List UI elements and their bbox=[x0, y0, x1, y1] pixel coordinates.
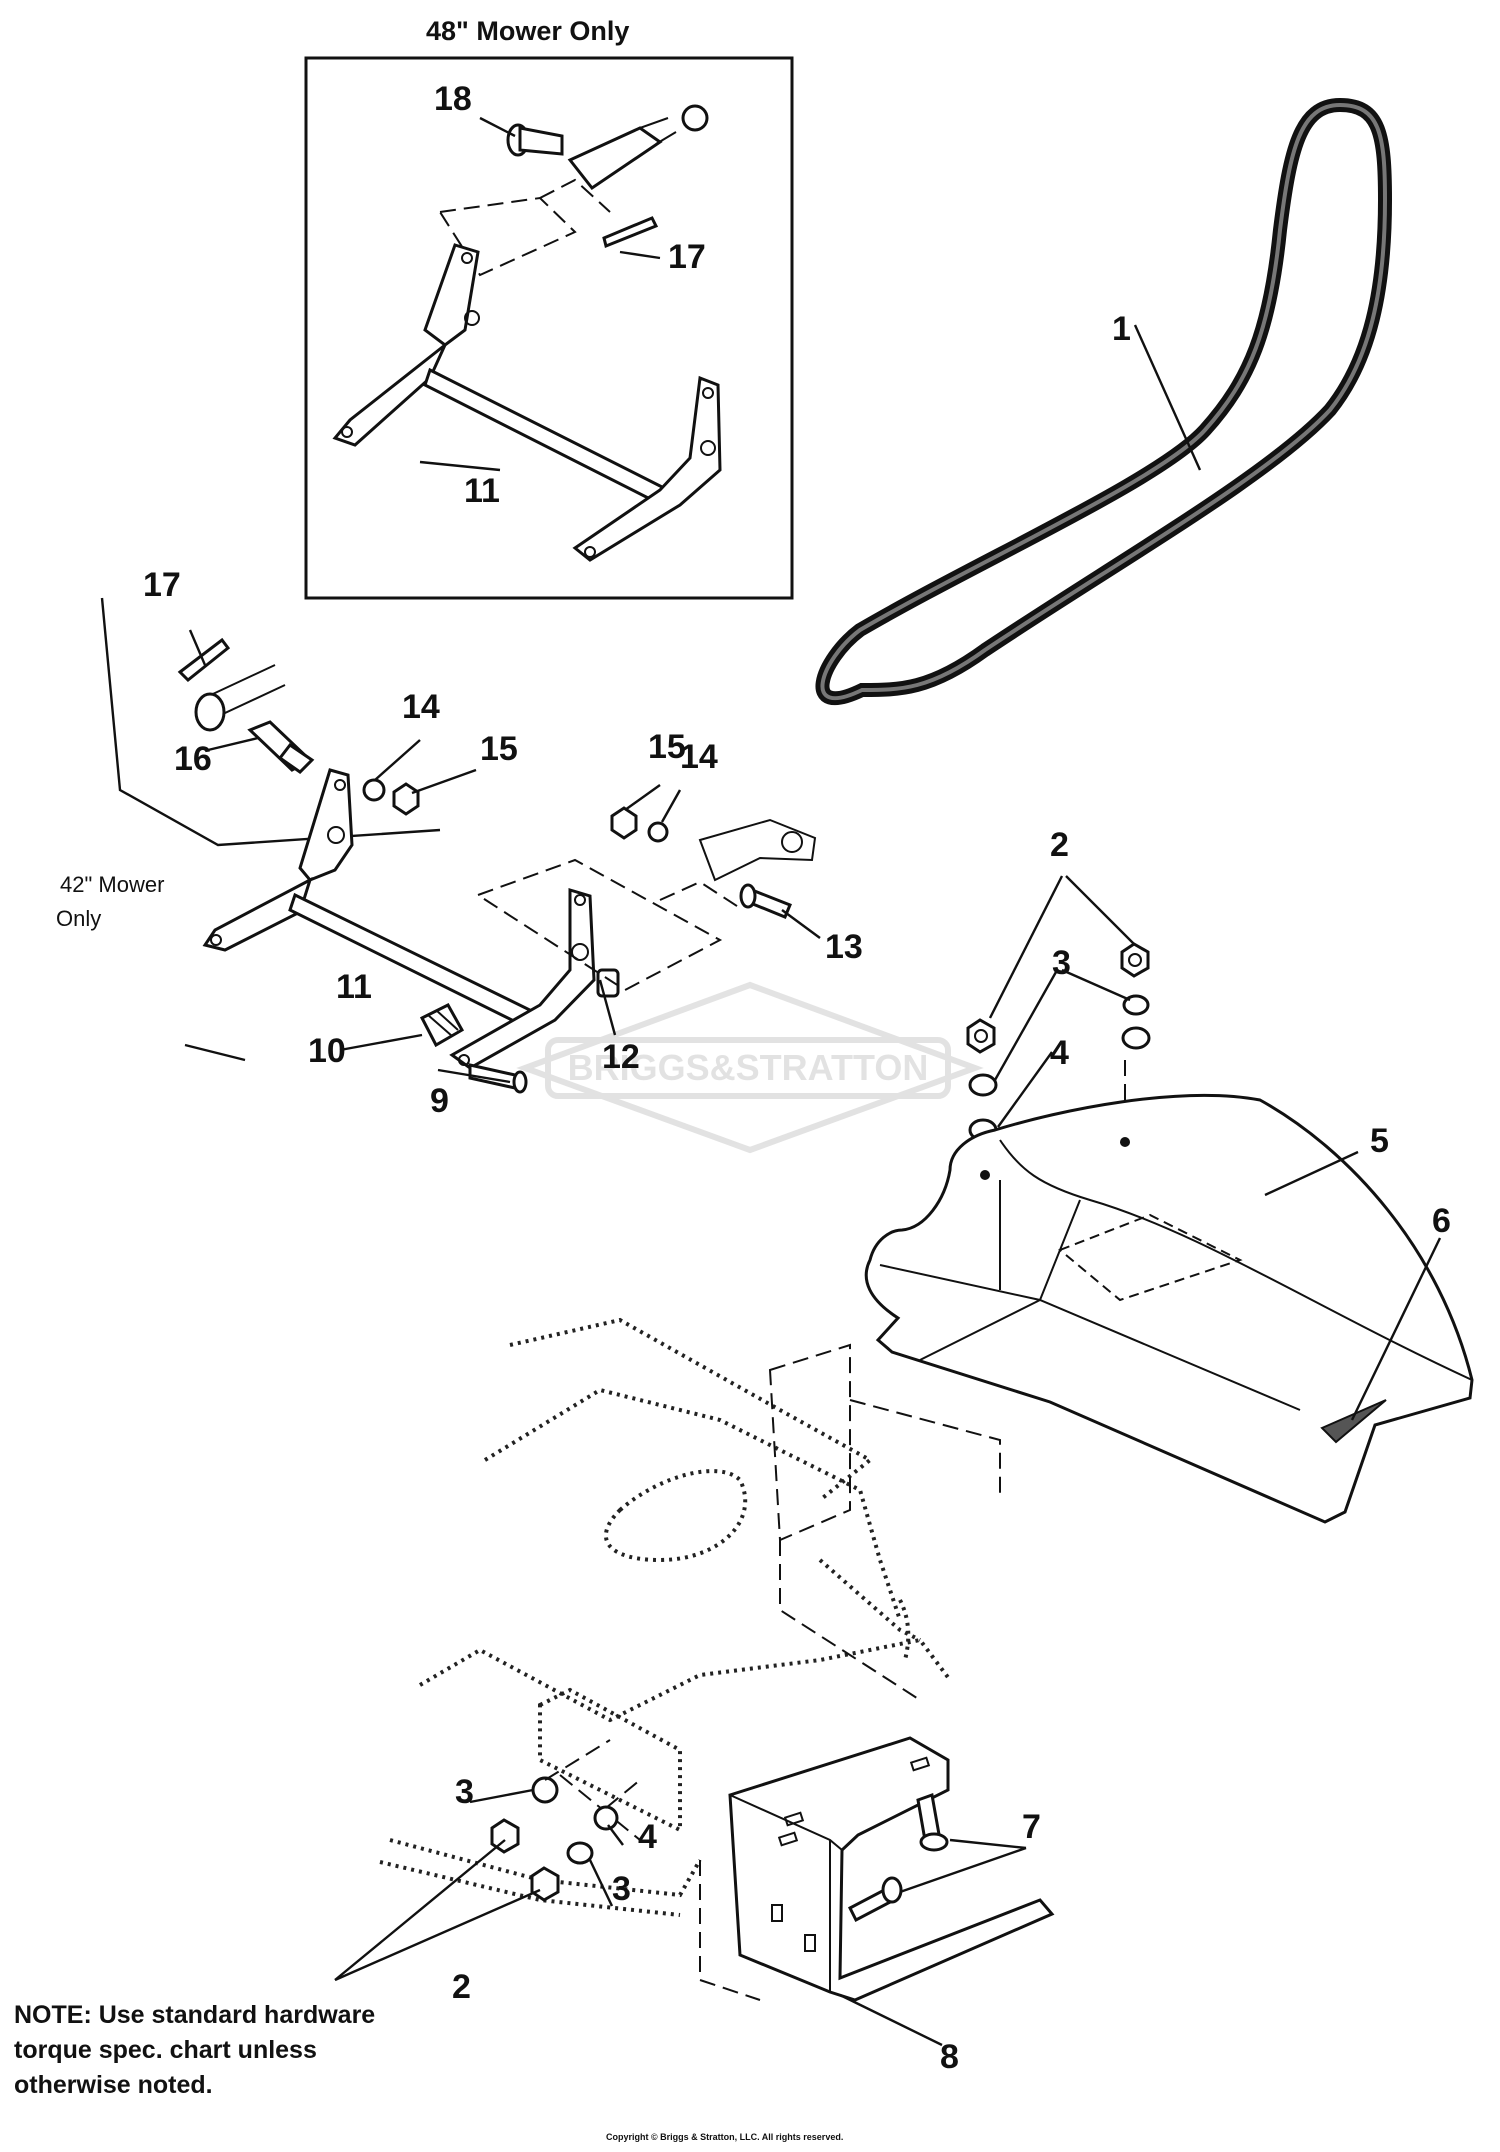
bolt-7-upper bbox=[916, 1792, 949, 1852]
callout-12: 12 bbox=[602, 1038, 640, 1076]
torque-note-line3: otherwise noted. bbox=[14, 2071, 213, 2099]
callout-15-right: 15 bbox=[648, 728, 686, 766]
mower-42-note-line1: 42" Mower bbox=[60, 872, 164, 897]
inset-frame bbox=[304, 56, 794, 600]
callouts: 1 2 3 4 5 6 7 8 9 10 11 11 12 13 14 14 1… bbox=[143, 80, 1451, 2076]
bracket-11 bbox=[202, 768, 596, 1070]
inset-title: 48" Mower Only bbox=[426, 16, 629, 46]
callout-6: 6 bbox=[1432, 1202, 1451, 1240]
callout-13: 13 bbox=[825, 928, 863, 966]
belt-1 bbox=[815, 97, 1393, 706]
callout-14-right: 14 bbox=[680, 738, 718, 776]
callout-3: 3 bbox=[1052, 944, 1071, 982]
bolt-7-lower bbox=[848, 1876, 903, 1923]
callout-11-main: 11 bbox=[336, 968, 372, 1006]
spring-10 bbox=[419, 1003, 465, 1048]
frame-dashed-box bbox=[768, 1343, 851, 1542]
bolt-13 bbox=[739, 883, 792, 919]
callout-5: 5 bbox=[1370, 1122, 1389, 1160]
leader-lines bbox=[184, 116, 1442, 2047]
pin-18-inset bbox=[506, 123, 564, 157]
link-arm bbox=[698, 818, 817, 882]
bolt-9 bbox=[468, 1063, 528, 1094]
callout-11-inset: 11 bbox=[464, 472, 500, 510]
washer-14 bbox=[362, 778, 386, 802]
pin-16 bbox=[247, 720, 315, 774]
mower-42-note-line2: Only bbox=[56, 906, 101, 931]
callout-14-left: 14 bbox=[402, 688, 440, 726]
callout-4-lower: 4 bbox=[638, 1818, 657, 1856]
bracket-11-inset bbox=[332, 243, 722, 562]
callout-4: 4 bbox=[1050, 1034, 1069, 1072]
torque-note: NOTE: Use standard hardware torque spec.… bbox=[14, 1998, 434, 2103]
bracket-8 bbox=[728, 1736, 1055, 2002]
nut-15-right bbox=[610, 806, 638, 840]
torque-note-line2: torque spec. chart unless bbox=[14, 2036, 317, 2064]
watermark-text: BRIGGS&STRATTON bbox=[568, 1047, 929, 1088]
belt-cover-5 bbox=[864, 1093, 1474, 1524]
washer-14-right bbox=[647, 821, 669, 843]
callout-2-lower: 2 bbox=[452, 1968, 471, 2006]
callout-1: 1 bbox=[1112, 310, 1131, 348]
callout-9: 9 bbox=[430, 1082, 449, 1120]
tractor-frame bbox=[379, 1317, 952, 1917]
callout-15-left: 15 bbox=[480, 730, 518, 768]
lower-hardware bbox=[490, 1776, 619, 1902]
callout-3-lower-right: 3 bbox=[612, 1870, 631, 1908]
callout-18: 18 bbox=[434, 80, 472, 118]
copyright-text: Copyright © Briggs & Stratton, LLC. All … bbox=[606, 2132, 844, 2142]
callout-17-main: 17 bbox=[143, 566, 181, 604]
callout-10: 10 bbox=[308, 1032, 346, 1070]
hardware-stack-left bbox=[966, 1018, 998, 1142]
callout-17-inset: 17 bbox=[668, 238, 706, 276]
hardware-stack-right bbox=[1120, 942, 1151, 1050]
callout-8: 8 bbox=[940, 2038, 959, 2076]
callout-16: 16 bbox=[174, 740, 212, 778]
callout-3-lower-left: 3 bbox=[455, 1773, 474, 1811]
bracket-dashed-guide bbox=[475, 858, 723, 992]
cotter-pin-inset bbox=[602, 216, 659, 249]
clevis-inset bbox=[567, 104, 709, 191]
callout-2: 2 bbox=[1050, 826, 1069, 864]
nut-15 bbox=[392, 782, 420, 816]
callout-7: 7 bbox=[1022, 1808, 1041, 1846]
watermark-logo: BRIGGS&STRATTON bbox=[516, 981, 984, 1154]
torque-note-line1: NOTE: Use standard hardware bbox=[14, 2001, 376, 2029]
